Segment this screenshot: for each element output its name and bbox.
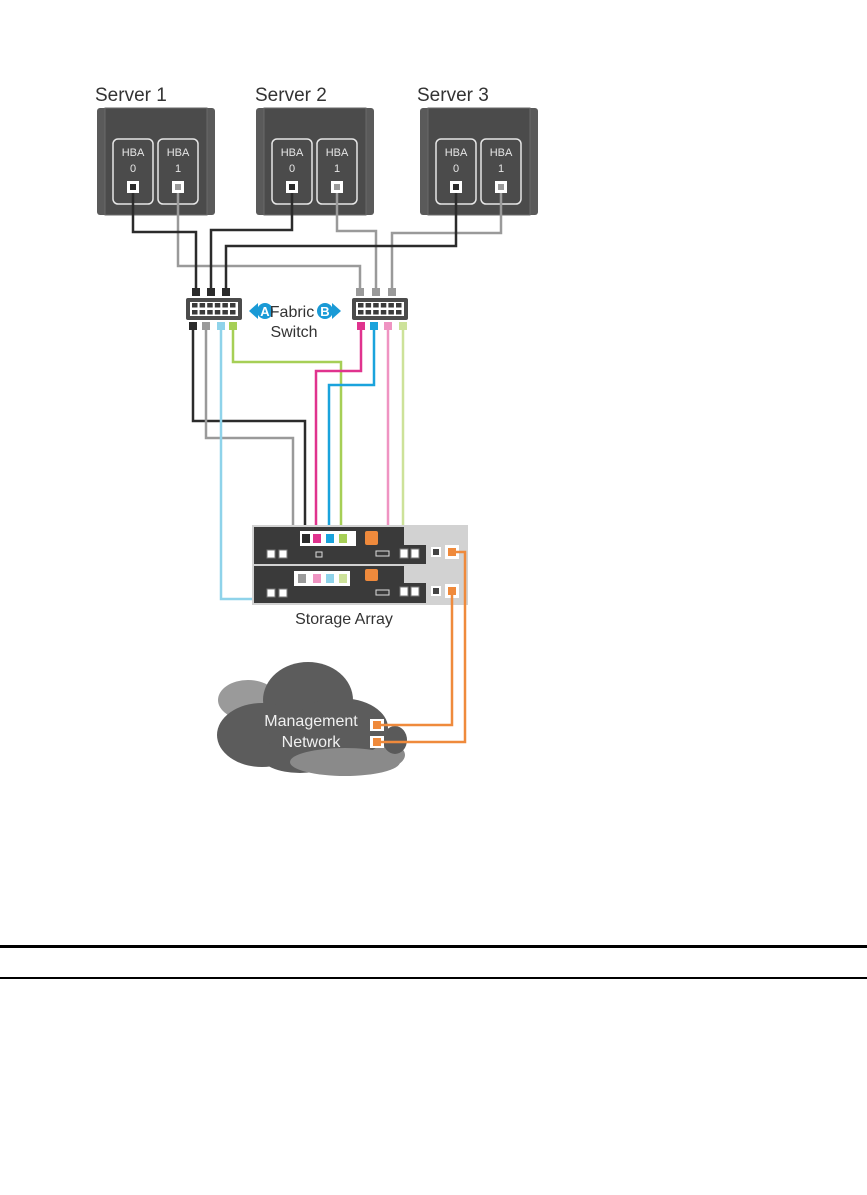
san-cabling-diagram: Server 1 HBA 0 HBA 1 Server 2 HBA 0 HB: [95, 85, 538, 776]
divider-line: [0, 977, 867, 979]
svg-text:1: 1: [334, 163, 340, 175]
fabric-switch-b: [352, 298, 408, 320]
mgmt-port-icon: [433, 588, 439, 594]
port-icon: [289, 184, 295, 190]
switch-port-icon: [222, 303, 228, 308]
cable-mgmt-2: [381, 591, 454, 727]
management-cables: [381, 550, 467, 744]
svg-text:1: 1: [175, 163, 181, 175]
cable-b-magenta: [314, 326, 363, 540]
cable-a-black: [191, 326, 307, 540]
cable-b-cyan: [327, 326, 376, 540]
mgmt-port-icon: [433, 549, 439, 555]
switch-port-icon: [222, 310, 228, 315]
switch-port-icon: [365, 303, 372, 308]
switch-port-icon: [373, 303, 379, 308]
cable-s1-hba0: [131, 193, 198, 290]
switch-port-icon: [192, 303, 198, 308]
divider-line: [0, 945, 867, 948]
mgmt-port-icon: [373, 738, 381, 746]
svg-text:0: 0: [130, 163, 136, 175]
switch-port-icon: [199, 310, 206, 315]
switch-port-icon: [230, 303, 236, 308]
management-network-cloud: Management Network: [217, 662, 407, 776]
switch-port-icon: [388, 303, 394, 308]
switch-port-icon: [199, 303, 206, 308]
cable-mgmt-1: [381, 550, 467, 744]
switch-port-icon: [358, 310, 364, 315]
hba-1: HBA 1: [480, 138, 522, 205]
mgmt-port-icon: [373, 721, 381, 729]
port-icon: [130, 184, 136, 190]
fabric-switch-a: [186, 298, 242, 320]
svg-text:HBA: HBA: [326, 147, 349, 159]
badge-a-icon: [257, 303, 273, 319]
port-icon: [175, 184, 181, 190]
cable-s3-hba1: [390, 193, 503, 290]
server-1-label: Server 1: [95, 85, 167, 106]
storage-array-label: Storage Array: [295, 611, 393, 628]
network-label: Network: [282, 734, 342, 751]
badge-b-arrow-icon: [332, 303, 341, 319]
switch-bottom-connectors: [189, 322, 407, 330]
svg-text:0: 0: [289, 163, 295, 175]
server-1: Server 1 HBA 0 HBA 1: [95, 85, 215, 216]
switch-port-icon: [207, 310, 213, 315]
badge-a-arrow-icon: [249, 303, 258, 319]
server-3-label: Server 3: [417, 85, 489, 106]
switch-port-icon: [207, 303, 213, 308]
management-label: Management: [264, 713, 358, 730]
hba-0: HBA 0: [435, 138, 477, 205]
port-icon: [334, 184, 340, 190]
controller-0: [254, 527, 459, 564]
server-2-label: Server 2: [255, 85, 327, 106]
port-icon: [453, 184, 459, 190]
switch-label: Switch: [270, 324, 317, 341]
svg-text:HBA: HBA: [490, 147, 513, 159]
svg-text:0: 0: [453, 163, 459, 175]
switch-port-icon: [214, 310, 221, 315]
cable-s2-hba0: [209, 193, 294, 290]
switch-port-icon: [396, 310, 402, 315]
svg-text:B: B: [320, 304, 329, 319]
switch-b-top-connectors: [356, 288, 396, 296]
cable-s3-hba0: [224, 193, 458, 290]
switch-port-icon: [358, 303, 364, 308]
hba-1: HBA 1: [316, 138, 358, 205]
switch-port-icon: [396, 303, 402, 308]
cable-s2-hba1: [335, 193, 378, 290]
switch-port-icon: [380, 310, 387, 315]
fabric-label: Fabric: [270, 304, 314, 321]
server-3: Server 3 HBA 0 HBA 1: [417, 85, 538, 216]
status-led-icon: [365, 569, 378, 581]
svg-text:HBA: HBA: [445, 147, 468, 159]
switch-port-icon: [380, 303, 387, 308]
switch-port-icon: [373, 310, 379, 315]
svg-text:HBA: HBA: [122, 147, 145, 159]
switch-port-icon: [214, 303, 221, 308]
server-to-switch-cables: [131, 193, 503, 290]
status-led-icon: [365, 531, 378, 545]
switch-port-icon: [388, 310, 394, 315]
badge-b-icon: [317, 303, 333, 319]
hba-1: HBA 1: [157, 138, 199, 205]
svg-text:A: A: [260, 304, 270, 319]
cable-a-green: [231, 326, 343, 540]
fabric-switch-label: A Fabric B Switch: [249, 303, 341, 341]
svg-text:1: 1: [498, 163, 504, 175]
svg-text:HBA: HBA: [167, 147, 190, 159]
switch-port-icon: [192, 310, 198, 315]
hba-0: HBA 0: [112, 138, 154, 205]
svg-text:HBA: HBA: [281, 147, 304, 159]
switch-port-icon: [230, 310, 236, 315]
server-2: Server 2 HBA 0 HBA 1: [255, 85, 374, 216]
switch-a-top-connectors: [192, 288, 230, 296]
port-icon: [498, 184, 504, 190]
storage-array: Storage Array: [252, 525, 468, 628]
switch-port-icon: [365, 310, 372, 315]
controller-1: [254, 566, 459, 603]
cable-s1-hba1: [176, 193, 362, 290]
